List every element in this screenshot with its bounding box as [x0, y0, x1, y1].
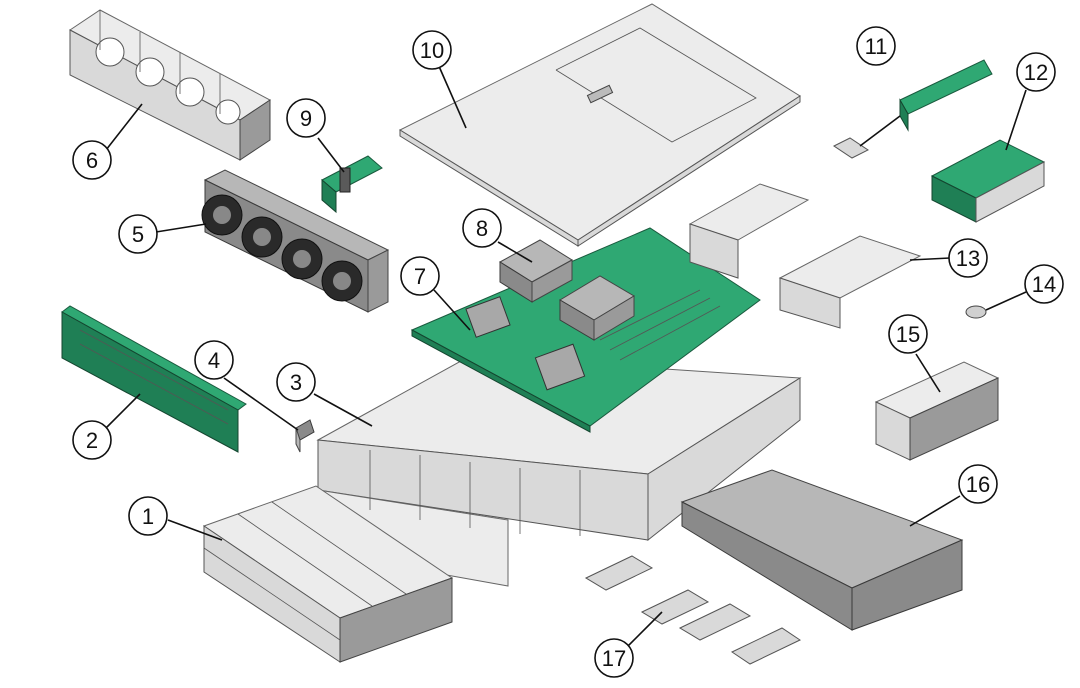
callout-16: 16 — [958, 464, 998, 504]
fan-cage — [69, 9, 271, 161]
callout-17-label: 17 — [602, 646, 626, 671]
callout-4-label: 4 — [208, 348, 220, 373]
callout-8: 8 — [462, 208, 502, 248]
callout-4: 4 — [194, 340, 234, 380]
callout-15-label: 15 — [896, 322, 920, 347]
callout-12-label: 12 — [1024, 60, 1048, 85]
callout-6: 6 — [72, 140, 112, 180]
callout-7: 7 — [400, 256, 440, 296]
callout-12: 12 — [1016, 52, 1056, 92]
battery — [965, 305, 987, 319]
small-board — [321, 155, 383, 214]
small-bracket — [295, 419, 315, 453]
callout-2-label: 2 — [86, 428, 98, 453]
callout-7-label: 7 — [414, 264, 426, 289]
callout-1-label: 1 — [142, 504, 154, 529]
callout-14-label: 14 — [1032, 272, 1056, 297]
leader-lines — [103, 63, 1027, 649]
callout-5: 5 — [118, 214, 158, 254]
callout-11: 11 — [856, 26, 896, 66]
drive-bay — [202, 485, 454, 663]
callout-10: 10 — [412, 30, 452, 70]
callout-13: 13 — [948, 238, 988, 278]
riser-card — [833, 59, 993, 159]
callout-9-label: 9 — [300, 106, 312, 131]
callout-13-label: 13 — [956, 246, 980, 271]
callout-10-label: 10 — [420, 38, 444, 63]
callout-14: 14 — [1024, 264, 1064, 304]
callout-11-label: 11 — [865, 34, 888, 59]
top-cover — [398, 3, 801, 247]
callout-17: 17 — [594, 638, 634, 678]
drive-backplane — [61, 305, 247, 453]
fan-modules — [201, 169, 390, 313]
callout-15: 15 — [888, 314, 928, 354]
expansion-cards — [930, 139, 1046, 223]
callout-5-label: 5 — [132, 222, 144, 247]
heatsinks — [499, 239, 635, 341]
callout-8-label: 8 — [476, 216, 488, 241]
power-supplies — [874, 361, 1000, 461]
callout-1: 1 — [128, 496, 168, 536]
callout-16-label: 16 — [966, 472, 990, 497]
callout-3: 3 — [276, 362, 316, 402]
air-duct — [680, 469, 964, 631]
callout-6-label: 6 — [86, 148, 98, 173]
callout-9: 9 — [286, 98, 326, 138]
callout-2: 2 — [72, 420, 112, 460]
callout-3-label: 3 — [290, 370, 302, 395]
dimm-guides — [688, 183, 922, 329]
